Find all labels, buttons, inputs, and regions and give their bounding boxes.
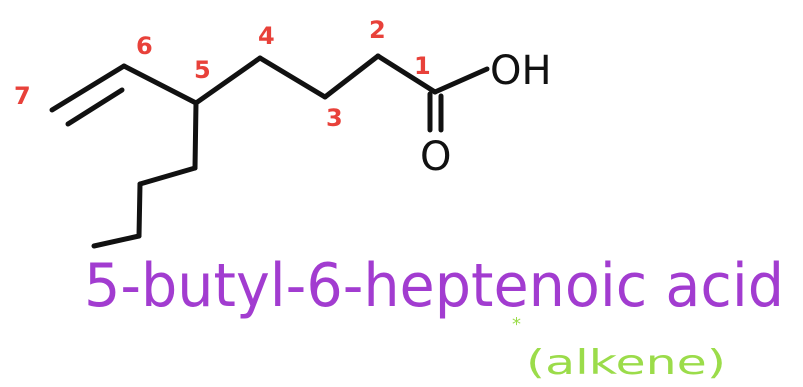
- bond-c6-c5: [121, 63, 199, 106]
- carbon-number-6: 6: [136, 32, 153, 60]
- bond-butyl-2-3: [136, 181, 143, 239]
- carbon-number-2: 2: [369, 16, 386, 44]
- bond-c1-oh: [432, 66, 490, 95]
- carbon-numbering: 1 2 3 4 5 6 7: [14, 16, 431, 132]
- bond-c5-butyl-1: [192, 100, 199, 171]
- bond-skeleton: [49, 53, 490, 249]
- bond-butyl-1-2: [137, 165, 198, 187]
- carbonyl-oxygen-label: O: [420, 134, 451, 180]
- bond-butyl-3-4: [91, 233, 142, 249]
- carbon-number-7: 7: [14, 82, 31, 110]
- alkene-note: (alkene): [526, 343, 726, 383]
- bond-c5-c4: [193, 55, 263, 106]
- compound-name: 5-butyl-6-heptenoic acid: [84, 251, 784, 321]
- bond-c4-c3: [257, 55, 328, 100]
- carbon-number-3: 3: [326, 104, 343, 132]
- hydroxyl-label: OH: [490, 48, 552, 94]
- carbon-number-1: 1: [414, 52, 431, 80]
- note-star: *: [512, 314, 521, 335]
- bond-c2-c1: [375, 53, 438, 95]
- carbon-number-4: 4: [258, 22, 275, 50]
- carbon-number-5: 5: [194, 56, 211, 84]
- bond-c7-c6-double-outer: [49, 63, 127, 113]
- bond-c7-c6-double-inner: [65, 87, 125, 127]
- bond-c3-c2: [322, 53, 381, 100]
